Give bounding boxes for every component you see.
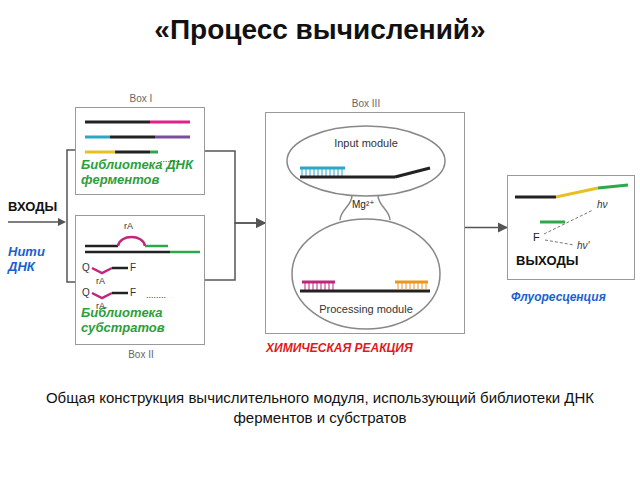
output-box: ВЫХОДЫ xyxy=(507,175,635,280)
caption: Общая конструкция вычислительного модуля… xyxy=(10,388,630,429)
flow-arrow xyxy=(465,227,507,229)
input-type-label: Нити ДНК xyxy=(8,245,63,275)
ion-label: Mg²⁺ xyxy=(352,199,380,211)
ellipse-outline xyxy=(286,125,446,197)
box-heading: Box II xyxy=(76,349,206,361)
node-text: Библиотека ДНК ферментов xyxy=(81,158,203,188)
ribo-label: rA xyxy=(124,221,144,231)
reaction-label: ХИМИЧЕСКАЯ РЕАКЦИЯ xyxy=(266,342,466,356)
ellipse xyxy=(287,126,445,196)
ribo-label: rA xyxy=(96,301,116,311)
substrate-strands xyxy=(85,237,200,298)
fluorophore-label: F xyxy=(130,262,140,274)
flow-arrow xyxy=(205,223,265,280)
quencher-label: Q xyxy=(82,287,92,299)
reaction-box: Box IIIInput moduleProcessing module xyxy=(265,112,465,334)
flow-arrow xyxy=(205,151,265,223)
node-text: Box III xyxy=(266,98,466,110)
ellipsis: ........ xyxy=(160,154,200,164)
box-heading: Box I xyxy=(76,93,206,105)
enzyme-library-box: Box IБиблиотека ДНК ферментов xyxy=(75,107,205,195)
bracket xyxy=(67,150,75,282)
input-bracket xyxy=(8,150,75,282)
arrow-head xyxy=(58,218,66,226)
ribo-label: rA xyxy=(96,276,116,286)
photon-label: hν xyxy=(597,199,621,211)
input-label: ВХОДЫ xyxy=(8,200,68,215)
substrate-library-box: Box IIБиблиотека субстратов xyxy=(75,215,205,345)
processing-module: Processing module xyxy=(291,218,441,330)
title: «Процесс вычислений» xyxy=(0,14,640,46)
input-module: Input module xyxy=(286,125,446,197)
mg-neck xyxy=(340,196,390,221)
photon-label: hν' xyxy=(577,240,603,252)
quencher-label: Q xyxy=(82,262,92,274)
ellipsis: ........ xyxy=(146,290,186,300)
node-text: Input module xyxy=(306,137,426,150)
processing-strands xyxy=(300,282,430,291)
input-arrow xyxy=(8,221,60,223)
output-strands xyxy=(515,185,628,245)
fluorophore-label: F xyxy=(533,231,545,244)
node-text: ВЫХОДЫ xyxy=(516,254,626,269)
ellipse xyxy=(292,219,440,329)
output-type-label: Флуоресценция xyxy=(511,291,636,305)
fluorophore-label: F xyxy=(130,287,140,299)
input-strands xyxy=(300,168,430,177)
enzyme-strands xyxy=(85,122,190,152)
node-text: Processing module xyxy=(306,303,426,316)
